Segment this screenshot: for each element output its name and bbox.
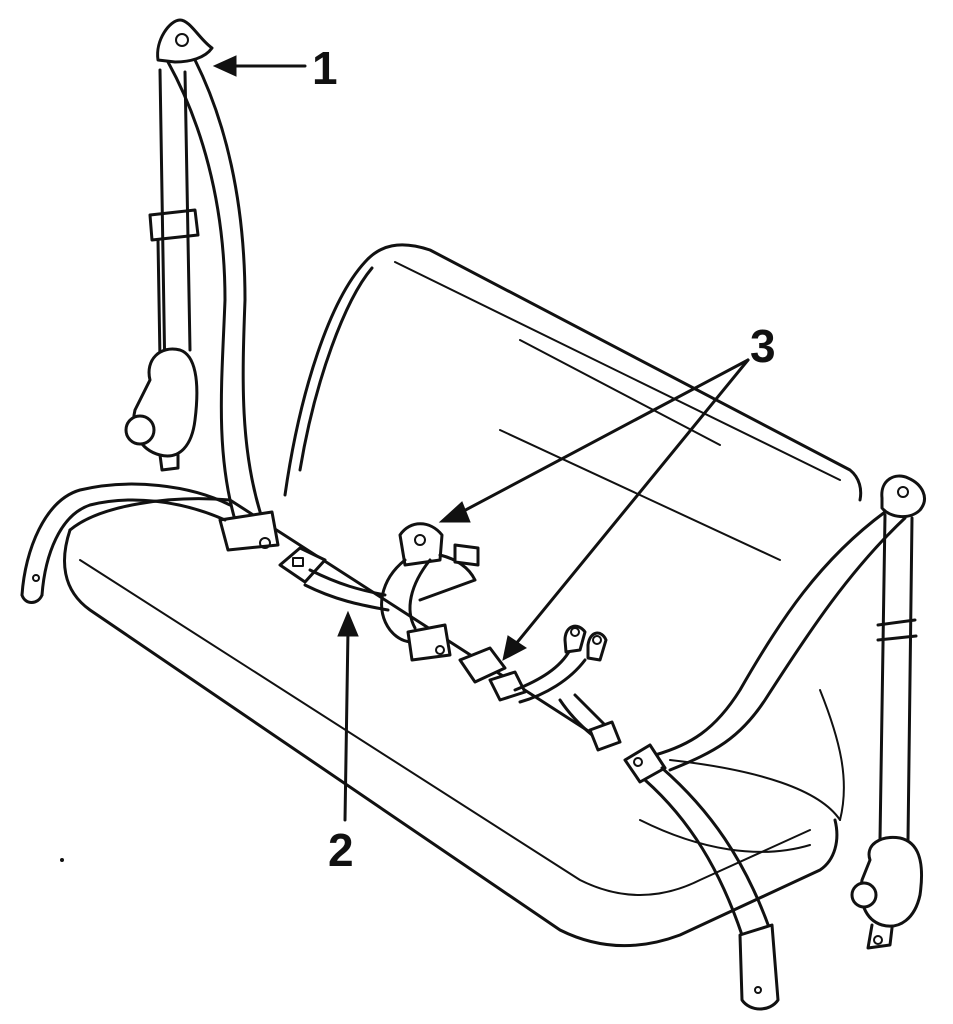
callout-3-label: 3 bbox=[750, 320, 776, 372]
left-lap-belt bbox=[20, 482, 232, 604]
callout-1-label: 1 bbox=[312, 42, 338, 94]
stray-dot bbox=[60, 858, 64, 862]
callout-2: 2 bbox=[328, 610, 359, 876]
callout-3: 3 bbox=[438, 320, 776, 661]
center-buckle-b bbox=[458, 624, 622, 752]
center-buckle-a bbox=[380, 522, 480, 662]
right-lap-belt bbox=[623, 743, 780, 1011]
callout-1: 1 bbox=[212, 42, 338, 94]
callout-2-label: 2 bbox=[328, 824, 354, 876]
left-shoulder-belt bbox=[124, 18, 280, 552]
seat-cushion bbox=[63, 497, 845, 948]
center-buckle-belt bbox=[278, 546, 390, 612]
seat-back bbox=[283, 243, 863, 561]
right-shoulder-belt bbox=[653, 474, 926, 950]
